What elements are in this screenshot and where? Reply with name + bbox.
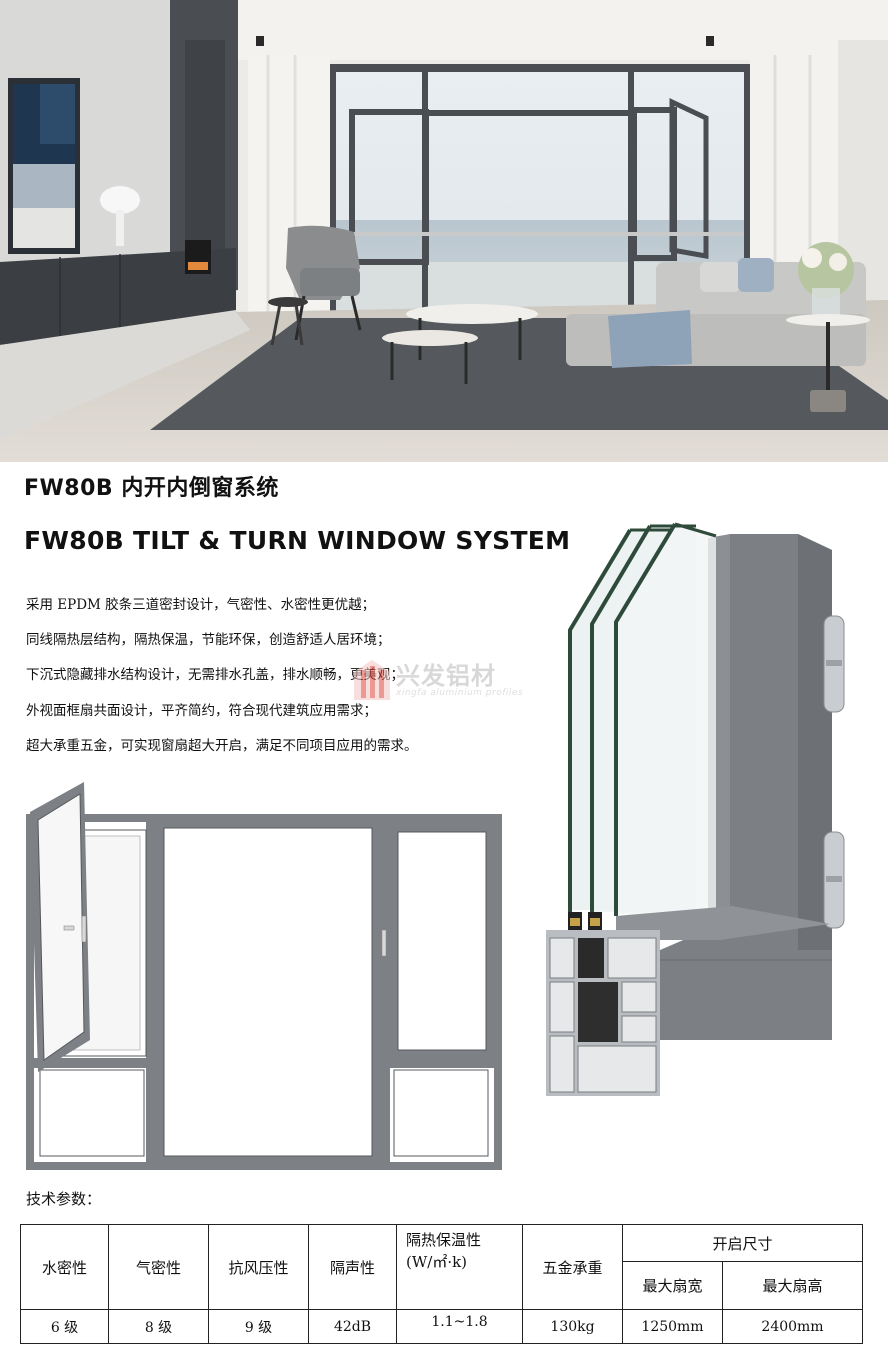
tilt-turn-window-drawing	[26, 782, 502, 1170]
value-thermal-insulation: 1.1~1.8	[396, 1309, 523, 1344]
header-wind-resistance: 抗风压性	[208, 1224, 309, 1310]
table-row: 6 级 8 级 9 级 42dB 1.1~1.8 130kg 1250mm 24…	[20, 1309, 864, 1344]
title-chinese: FW80B 内开内倒窗系统	[24, 476, 279, 501]
value-sound-insulation: 42dB	[308, 1309, 397, 1344]
feature-list: 采用 EPDM 胶条三道密封设计，气密性、水密性更优越； 同线隔热层结构，隔热保…	[26, 596, 496, 772]
value-wind-resistance: 9 级	[208, 1309, 309, 1344]
spec-table: 水密性 气密性 抗风压性 隔声性 隔热保温性 (W/㎡·k) 五金承重 开启尺寸…	[20, 1224, 864, 1344]
header-thermal-insulation: 隔热保温性 (W/㎡·k)	[396, 1224, 523, 1310]
value-water-tightness: 6 级	[20, 1309, 109, 1344]
title-english: FW80B TILT & TURN WINDOW SYSTEM	[24, 526, 571, 555]
feature-item: 同线隔热层结构，隔热保温，节能环保，创造舒适人居环境；	[26, 632, 391, 649]
header-thermal-unit: (W/㎡·k)	[406, 1253, 468, 1271]
feature-item: 超大承重五金，可实现窗扇超大开启，满足不同项目应用的需求。	[26, 737, 418, 754]
watermark-chinese: 兴发铝材	[396, 662, 496, 690]
table-header-row: 水密性 气密性 抗风压性 隔声性 隔热保温性 (W/㎡·k) 五金承重 开启尺寸	[20, 1224, 864, 1310]
header-air-tightness: 气密性	[108, 1224, 209, 1310]
feature-item: 下沉式隐藏排水结构设计，无需排水孔盖，排水顺畅，更美观；	[26, 667, 404, 684]
header-sound-insulation: 隔声性	[308, 1224, 397, 1310]
window-elevation-illustration	[24, 780, 504, 1172]
header-hardware-load: 五金承重	[522, 1224, 623, 1310]
feature-item: 采用 EPDM 胶条三道密封设计，气密性、水密性更优越；	[26, 597, 376, 613]
header-water-tightness: 水密性	[20, 1224, 109, 1310]
header-max-sash-width: 最大扇宽	[622, 1261, 723, 1310]
brand-watermark: 兴发铝材 xingfa aluminium profiles	[352, 658, 552, 704]
aluminium-profile-cutaway	[546, 522, 845, 1096]
watermark-english: xingfa aluminium profiles	[396, 688, 524, 698]
brand-logo-icon	[354, 660, 390, 700]
living-room-scene	[0, 0, 888, 462]
feature-item: 外视面框扇共面设计，平齐简约，符合现代建筑应用需求；	[26, 702, 377, 719]
value-max-sash-width: 1250mm	[622, 1309, 723, 1344]
value-air-tightness: 8 级	[108, 1309, 209, 1344]
header-max-sash-height: 最大扇高	[721, 1261, 864, 1310]
spec-section-label: 技术参数：	[26, 1190, 102, 1208]
value-hardware-load: 130kg	[522, 1309, 623, 1344]
header-opening-size: 开启尺寸	[621, 1224, 864, 1262]
hero-room-photo	[0, 0, 888, 462]
header-thermal-line1: 隔热保温性	[406, 1231, 482, 1249]
value-max-sash-height: 2400mm	[721, 1309, 864, 1344]
profile-section-illustration	[540, 520, 880, 1100]
